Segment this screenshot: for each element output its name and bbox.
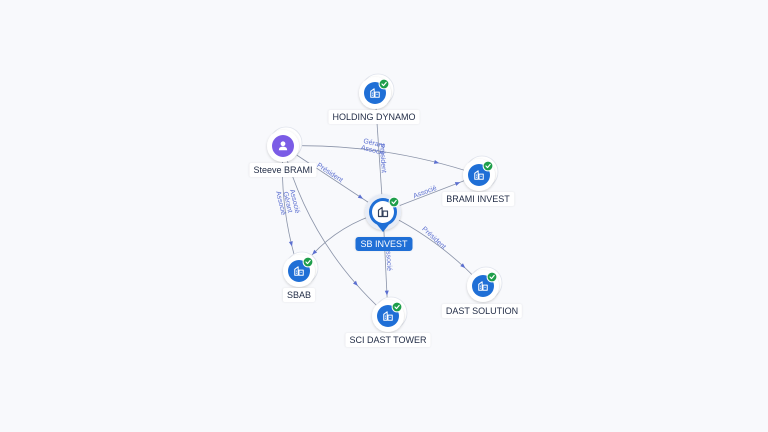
building-icon bbox=[474, 170, 484, 180]
building-icon bbox=[478, 281, 488, 291]
node-holding[interactable] bbox=[359, 73, 395, 109]
person-icon bbox=[278, 141, 288, 151]
building-icon bbox=[383, 311, 393, 321]
node-label-brami: BRAMI INVEST bbox=[442, 192, 514, 206]
building-icon bbox=[370, 88, 380, 98]
building-icon bbox=[377, 206, 389, 218]
edge-arrow bbox=[357, 194, 364, 199]
verified-badge bbox=[378, 78, 390, 90]
edge-arrow bbox=[384, 290, 389, 296]
edge-arrow bbox=[312, 249, 318, 255]
node-sbab[interactable] bbox=[283, 251, 319, 287]
node-brami[interactable] bbox=[463, 155, 499, 191]
node-sci[interactable] bbox=[372, 296, 408, 332]
edge-label: Associé bbox=[384, 246, 392, 271]
edge-label: Président bbox=[315, 162, 344, 184]
node-center[interactable] bbox=[365, 194, 401, 232]
verified-badge bbox=[388, 196, 400, 208]
edge-arrow bbox=[460, 263, 466, 269]
edge-label: Président bbox=[420, 226, 447, 251]
edge-arrow bbox=[288, 241, 293, 247]
node-steeve[interactable] bbox=[267, 126, 303, 162]
node-label-center: SB INVEST bbox=[355, 237, 413, 251]
node-dast[interactable] bbox=[467, 266, 503, 302]
edge-label: Associé bbox=[412, 185, 437, 200]
edge-label: Président bbox=[378, 143, 387, 173]
node-label-steeve: Steeve BRAMI bbox=[249, 163, 317, 177]
node-label-holding: HOLDING DYNAMO bbox=[328, 110, 420, 124]
verified-badge bbox=[486, 271, 498, 283]
edge-label: Gérant bbox=[281, 191, 293, 213]
node-label-sci: SCI DAST TOWER bbox=[345, 333, 431, 347]
edge-arrow bbox=[433, 159, 440, 164]
verified-badge bbox=[302, 256, 314, 268]
node-label-dast: DAST SOLUTION bbox=[441, 304, 523, 318]
verified-badge bbox=[391, 301, 403, 313]
node-label-sbab: SBAB bbox=[282, 288, 316, 302]
nodes bbox=[267, 73, 503, 332]
edge-arrow bbox=[454, 182, 461, 186]
verified-badge bbox=[482, 160, 494, 172]
edge-arrow bbox=[352, 280, 358, 286]
building-icon bbox=[294, 266, 304, 276]
